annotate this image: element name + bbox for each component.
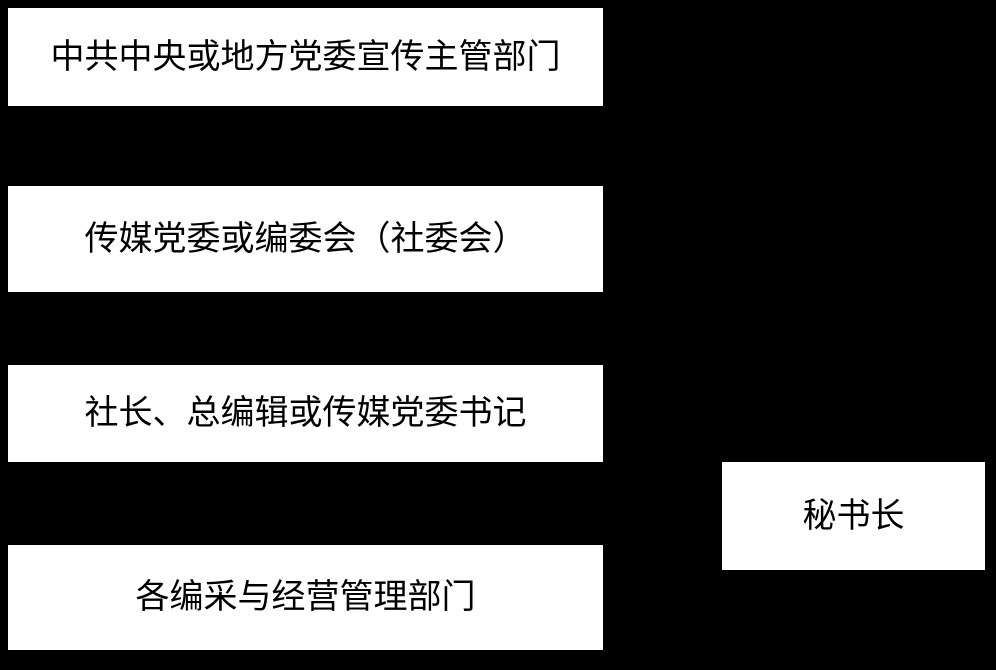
- node-media-party-committee: 传媒党委或编委会（社委会）: [8, 186, 603, 292]
- node-propaganda-authority-label: 中共中央或地方党委宣传主管部门: [50, 37, 561, 76]
- node-president-chief-editor: 社长、总编辑或传媒党委书记: [8, 365, 603, 462]
- node-president-chief-editor-label: 社长、总编辑或传媒党委书记: [84, 394, 527, 433]
- node-secretary-general: 秘书长: [722, 462, 985, 570]
- node-media-party-committee-label: 传媒党委或编委会（社委会）: [84, 219, 527, 258]
- node-propaganda-authority: 中共中央或地方党委宣传主管部门: [8, 8, 603, 106]
- node-editorial-management-departments-label: 各编采与经营管理部门: [135, 578, 476, 617]
- node-editorial-management-departments: 各编采与经营管理部门: [8, 545, 603, 650]
- node-secretary-general-label: 秘书长: [802, 496, 905, 535]
